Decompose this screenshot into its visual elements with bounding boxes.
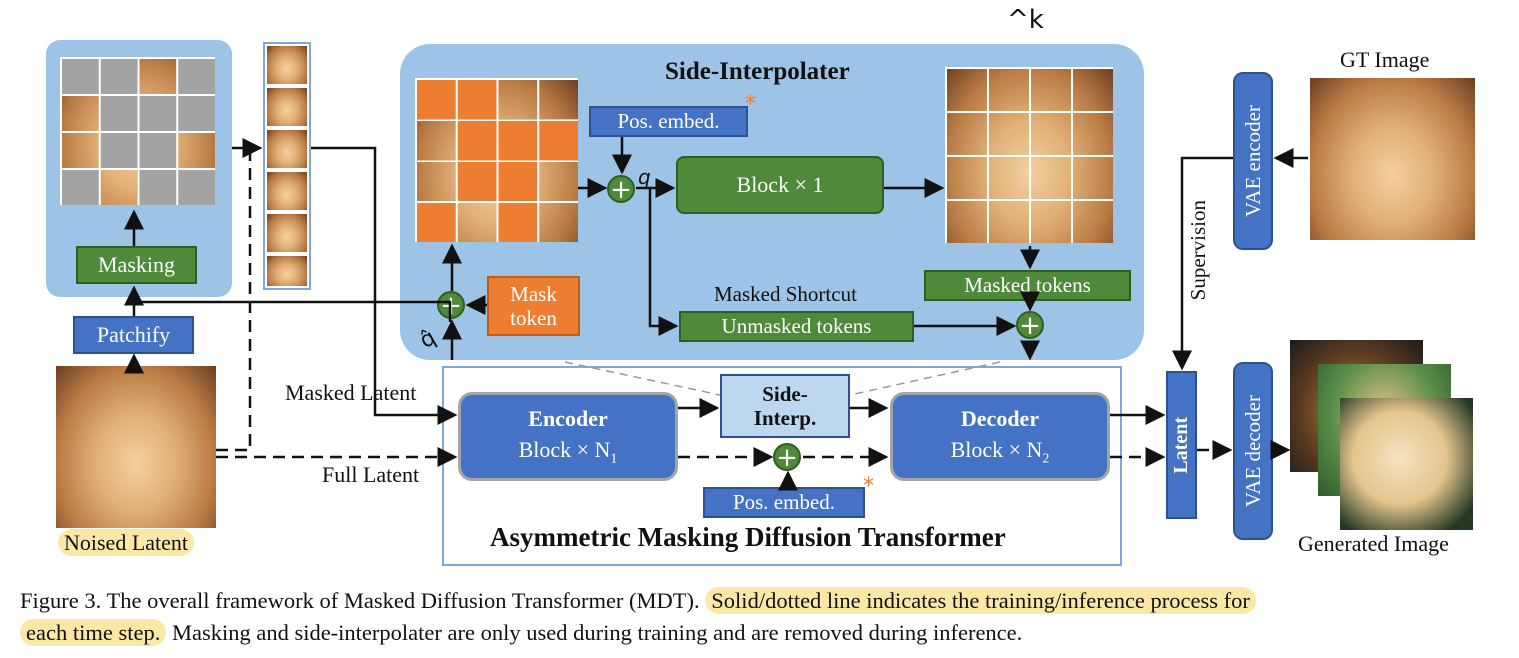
gt-image bbox=[1310, 78, 1475, 240]
latent-box: Latent bbox=[1166, 371, 1197, 519]
mask-token-line2: token bbox=[510, 306, 557, 330]
hand-k: ^k bbox=[1007, 5, 1044, 35]
figure-caption: Figure 3. The overall framework of Maske… bbox=[20, 585, 1510, 649]
amdt-title: Asymmetric Masking Diffusion Transformer bbox=[490, 522, 1006, 552]
side-interp-line1: Side- bbox=[762, 381, 808, 406]
masking-box: Masking bbox=[76, 246, 197, 284]
interp-output-image bbox=[945, 67, 1113, 243]
gt-image-label: GT Image bbox=[1340, 47, 1430, 72]
pos-embed-top-star: * bbox=[745, 92, 756, 117]
patchify-box: Patchify bbox=[73, 316, 194, 354]
caption-suffix: Masking and side-interpolater are only u… bbox=[171, 620, 1023, 645]
encoder-box: Encoder Block × N1 bbox=[458, 392, 678, 481]
decoder-box: Decoder Block × N2 bbox=[890, 392, 1110, 481]
caption-highlight-b: each time step. bbox=[20, 619, 167, 646]
pos-embed-top-box: Pos. embed. bbox=[589, 106, 748, 137]
unmasked-tokens-box: Unmasked tokens bbox=[679, 311, 914, 342]
pos-embed-top-label: Pos. embed. bbox=[617, 109, 720, 134]
generated-image bbox=[1340, 398, 1473, 530]
noised-latent-label: Noised Latent bbox=[58, 529, 195, 556]
hand-q: q bbox=[638, 165, 651, 189]
patchify-label: Patchify bbox=[96, 322, 171, 348]
block-x1-label: Block × 1 bbox=[736, 172, 824, 198]
decoder-sub: 2 bbox=[1042, 451, 1050, 467]
pos-embed-bottom-star: * bbox=[863, 474, 874, 499]
caption-highlight-a: Solid/dotted line indicates the training… bbox=[705, 587, 1256, 614]
mask-token-line1: Mask bbox=[510, 281, 557, 306]
masking-label: Masking bbox=[98, 252, 175, 278]
pos-embed-bottom-label: Pos. embed. bbox=[732, 490, 836, 515]
connectors bbox=[124, 137, 1308, 491]
decoder-title: Decoder bbox=[960, 405, 1040, 431]
plus-q: + bbox=[607, 175, 635, 203]
noised-latent-image bbox=[56, 366, 216, 528]
full-latent-label: Full Latent bbox=[322, 462, 420, 487]
vae-encoder-box: VAE encoder bbox=[1233, 72, 1273, 250]
encoder-sub: 1 bbox=[610, 451, 618, 467]
generated-image-label: Generated Image bbox=[1298, 531, 1449, 556]
patch-column bbox=[263, 42, 311, 290]
block-x1-box: Block × 1 bbox=[676, 156, 884, 214]
caption-prefix: Figure 3. The overall framework of Maske… bbox=[20, 588, 700, 613]
encoder-title: Encoder bbox=[528, 405, 608, 431]
vae-decoder-box: VAE decoder bbox=[1233, 362, 1273, 540]
masked-latent-image bbox=[60, 57, 215, 205]
encoder-block-label: Block × N bbox=[518, 436, 611, 462]
side-interpolater-title: Side-Interpolater bbox=[665, 58, 850, 85]
interp-input-image bbox=[415, 78, 578, 242]
side-interp-box: Side- Interp. bbox=[720, 374, 850, 438]
side-interp-line2: Interp. bbox=[753, 406, 817, 430]
plus-pos: + bbox=[773, 443, 801, 471]
masked-shortcut-label: Masked Shortcut bbox=[714, 282, 857, 306]
decoder-block-label: Block × N bbox=[950, 436, 1043, 462]
mask-token-box: Mask token bbox=[487, 276, 580, 336]
unmasked-tokens-label: Unmasked tokens bbox=[721, 314, 872, 339]
masked-latent-label: Masked Latent bbox=[285, 380, 417, 405]
plus-merge: + bbox=[1016, 311, 1044, 339]
